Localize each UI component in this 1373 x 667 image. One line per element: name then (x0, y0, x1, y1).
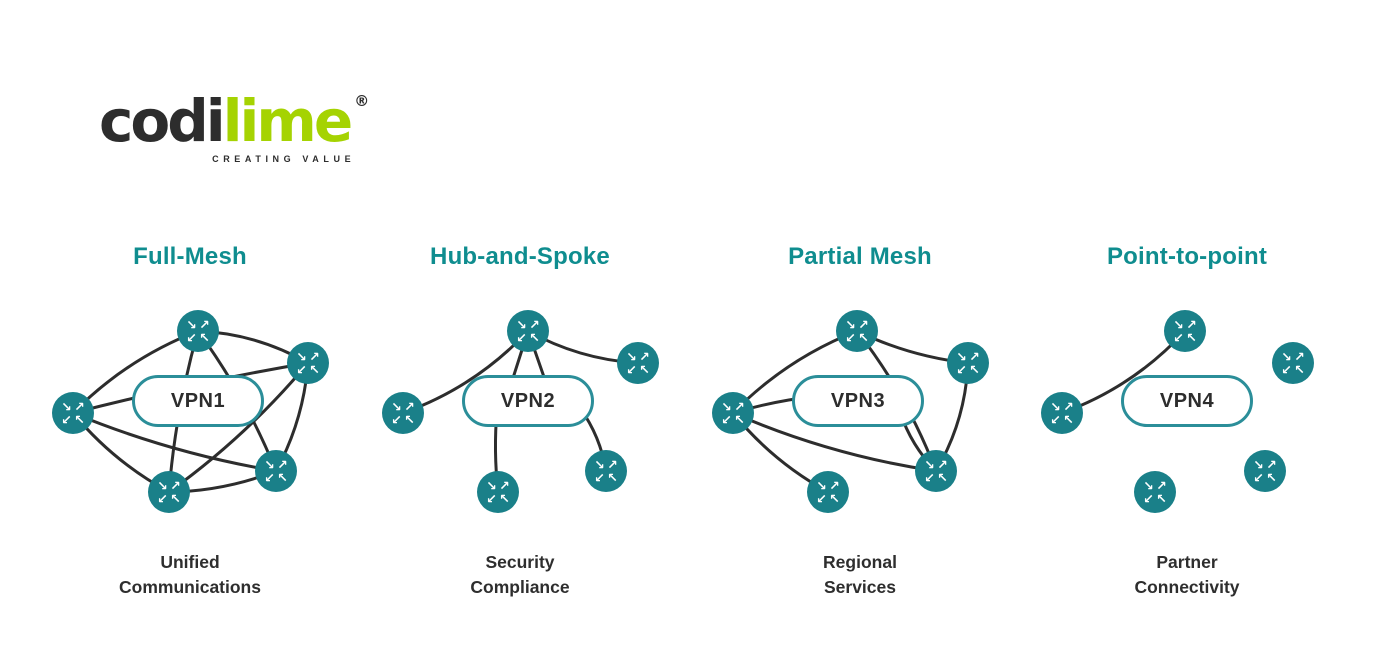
vpn-pill-vpn4: VPN4 (1121, 375, 1253, 427)
caption-line: Compliance (470, 577, 570, 597)
panel-title-hub-and-spoke: Hub-and-Spoke (430, 243, 610, 270)
vpn-pill-vpn1: VPN1 (132, 375, 264, 427)
vpn2-label: VPN2 (500, 389, 556, 412)
caption-line: Services (823, 577, 896, 597)
vpn-pill-vpn3: VPN3 (792, 375, 924, 427)
logo-word-lime: lime (222, 87, 354, 155)
vpn1-label: VPN1 (170, 389, 226, 412)
caption-line: Regional (823, 552, 897, 572)
caption-line: Partner (1156, 552, 1218, 572)
edge-line-partial-mesh (855, 329, 970, 365)
vpn4-label: VPN4 (1159, 389, 1215, 412)
caption-line: Connectivity (1134, 577, 1240, 597)
edge-line-full-mesh (71, 411, 278, 473)
edge-line-full-mesh (196, 329, 310, 365)
panel-title-partial-mesh: Partial Mesh (788, 243, 932, 270)
logo-wordmark: codi lime ® (99, 90, 369, 152)
vpn3-label: VPN3 (830, 389, 886, 412)
caption-full-mesh: Unified Communications (40, 550, 340, 600)
caption-line: Security (485, 552, 555, 572)
logo-word-codi: codi (99, 87, 226, 155)
logo-tagline: CREATING VALUE (212, 154, 356, 164)
caption-hub-and-spoke: Security Compliance (370, 550, 670, 600)
caption-line: Communications (119, 577, 261, 597)
edge-line-full-mesh (274, 361, 310, 473)
panel-title-full-mesh: Full-Mesh (133, 243, 247, 270)
caption-partial-mesh: Regional Services (710, 550, 1010, 600)
edge-line-hub-and-spoke (526, 329, 640, 365)
edge-line-partial-mesh (731, 411, 938, 473)
caption-point-to-point: Partner Connectivity (1037, 550, 1337, 600)
vpn-pill-vpn2: VPN2 (462, 375, 594, 427)
codilime-logo: codi lime ® CREATING VALUE (99, 90, 369, 164)
edge-line-partial-mesh (934, 361, 970, 473)
panel-title-point-to-point: Point-to-point (1106, 243, 1268, 270)
caption-line: Unified (160, 552, 220, 572)
registered-trademark-icon: ® (354, 92, 370, 110)
